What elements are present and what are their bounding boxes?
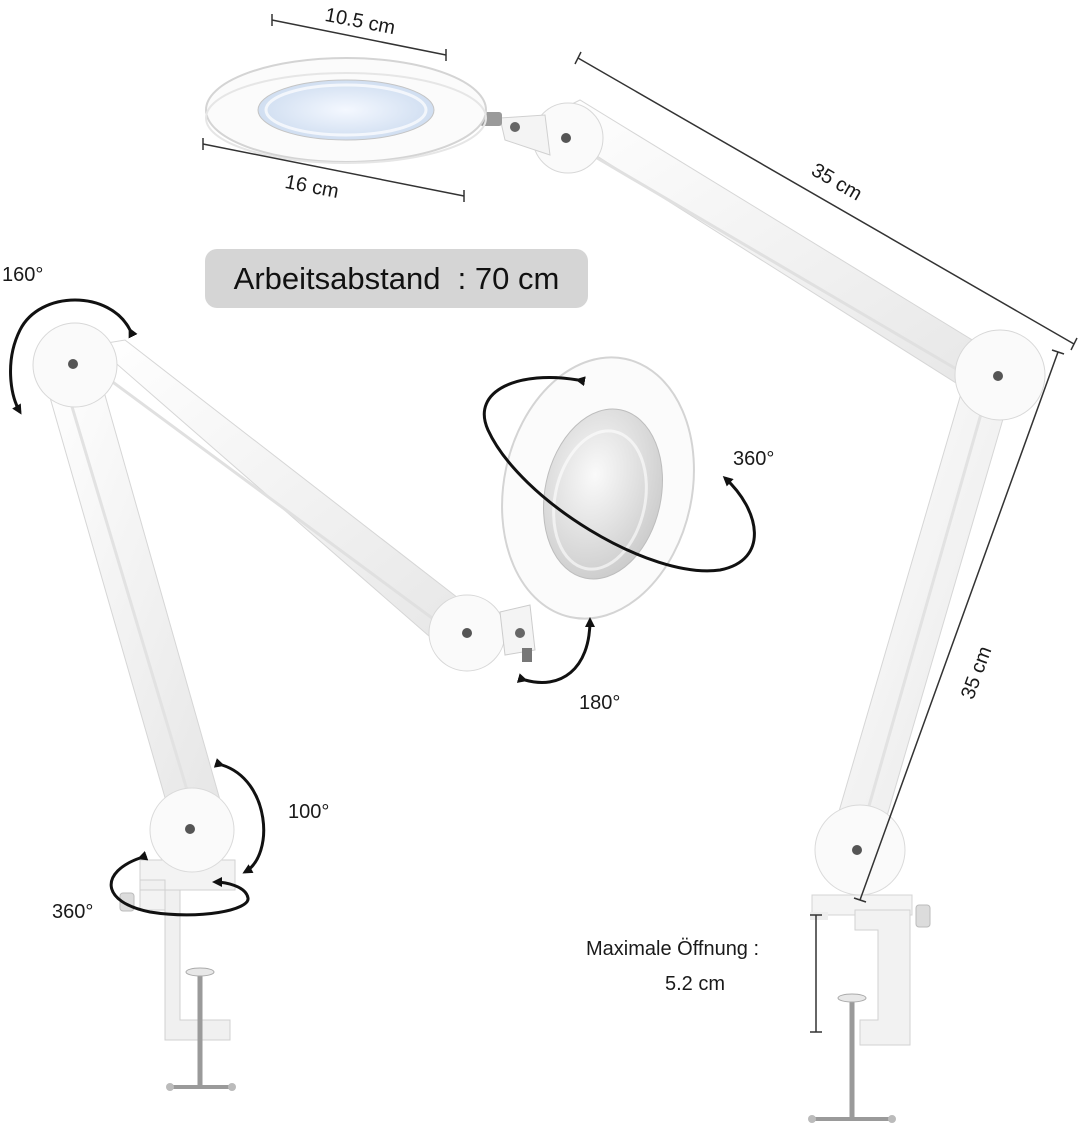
label-rot-top: 160° [2, 264, 44, 286]
rotation-arrows [9, 298, 756, 917]
working-distance-badge: Arbeitsabstand : 70 cm [205, 249, 588, 308]
right-lens-head [205, 57, 487, 164]
dim-lower-arm [859, 351, 1059, 901]
rot-arrow-base-joint [213, 758, 266, 874]
rot-arrow-top-joint [9, 298, 138, 415]
label-rot-base: 360° [52, 901, 94, 923]
rot-arrow-base-spin [109, 850, 250, 917]
label-rot-head: 360° [733, 448, 775, 470]
label-clamp-opening-value: 5.2 cm [665, 973, 726, 995]
left-head-joint [428, 594, 536, 672]
right-lower-arm [834, 379, 1011, 841]
right-lamp [205, 57, 1046, 1123]
label-rot-base-arm: 100° [288, 801, 330, 823]
left-base-joint [149, 787, 235, 873]
dim-lens-outer [202, 143, 465, 197]
right-base-joint [814, 804, 906, 896]
rot-arrow-head-tilt [516, 617, 595, 684]
left-lens-head [501, 356, 695, 620]
right-head-joint [480, 102, 604, 174]
left-top-joint [32, 322, 118, 408]
right-clamp [808, 894, 931, 1123]
right-elbow-joint [954, 329, 1046, 421]
left-clamp [119, 859, 236, 1091]
dimension-lines [202, 14, 1078, 1033]
rot-arrow-head-spin [482, 375, 756, 573]
dim-lens-inner [271, 19, 447, 56]
dim-upper-arm [577, 57, 1075, 345]
label-clamp-opening: Maximale Öffnung : [586, 938, 760, 960]
right-upper-arm [538, 99, 1006, 396]
label-tilt-head: 180° [579, 692, 621, 714]
